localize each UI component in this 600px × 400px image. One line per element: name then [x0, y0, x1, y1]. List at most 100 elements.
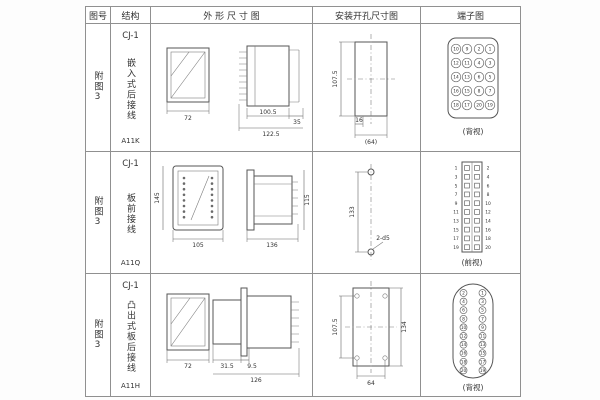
front-width-dim: 72 [166, 350, 210, 370]
terminal-number: 15 [464, 89, 470, 95]
terminal-20 [459, 366, 468, 375]
terminal-18 [474, 235, 480, 242]
structure-label: 板前接线 [125, 193, 135, 235]
terminal-8 [474, 191, 480, 198]
terminal-15 [464, 226, 470, 233]
terminal-number: 1 [481, 291, 484, 297]
terminal-12 [459, 332, 468, 340]
dim-label: 115 [304, 194, 311, 206]
dim-label: 16 [355, 117, 363, 124]
model-label: CJ-1 [122, 281, 139, 291]
terminal-number: 4 [462, 299, 465, 305]
terminal-8 [459, 314, 468, 323]
terminal-1 [484, 43, 496, 55]
terminal-number: 9 [481, 325, 484, 331]
terminal-17 [464, 235, 470, 242]
header-col-structure: 结构 [111, 7, 151, 24]
terminal-number: 12 [461, 334, 467, 340]
terminal-number: 16 [453, 89, 459, 95]
terminal-number: 2 [462, 291, 465, 297]
terminal-7 [478, 314, 487, 323]
terminal-number: 16 [461, 351, 467, 357]
terminal-1 [478, 289, 487, 297]
figure-number: 附图3 [92, 318, 103, 352]
terminal-2 [459, 289, 468, 297]
outline-cell-a11k: 72 100.5 35 1 [151, 24, 313, 152]
terminal-number: 1 [455, 166, 458, 172]
mounting-drawing-a11h: 107.5 134 64 [332, 281, 408, 387]
terminal-15 [478, 349, 487, 358]
terminal-number: 9 [455, 201, 458, 207]
front-view [172, 165, 224, 231]
structure-cell-a11k: CJ-1 嵌入式后接线 A11K [111, 24, 151, 152]
mounting-dims: 107.5 134 64 [332, 287, 408, 387]
terminal-4 [474, 174, 480, 180]
dim-label: 105 [192, 242, 204, 249]
dim-label: 35 [293, 119, 301, 126]
terminal-13 [478, 340, 487, 349]
terminal-15 [461, 85, 473, 97]
mounting-dims: 107.5 16 (64) [332, 41, 388, 146]
type-code: A11Q [120, 259, 141, 267]
panel-cutout [347, 34, 395, 124]
figure-cell-a11k: 附图3 [86, 24, 111, 152]
terminal-14 [450, 71, 462, 83]
terminal-number: 14 [485, 219, 491, 225]
dim-label: 31.5 [220, 363, 234, 370]
mounting-cell-a11k: 107.5 16 (64) [313, 24, 421, 152]
terminal-20 [473, 99, 485, 111]
header-col-terminal: 端子图 [421, 7, 521, 24]
terminal-number: 4 [478, 61, 481, 67]
panel-cutout [345, 281, 397, 373]
terminal-number: 10 [485, 201, 491, 207]
dim-label: 133 [349, 206, 356, 218]
terminal-number: 9 [466, 47, 469, 53]
view-label: (背视) [463, 126, 484, 136]
terminal-number: 14 [453, 75, 459, 81]
mounting-cell-a11q: 133 2-d5 [313, 152, 421, 274]
terminal-number: 13 [480, 342, 486, 348]
outline-drawing-a11q: 145 105 115 1 [154, 165, 311, 249]
type-code: A11K [121, 137, 140, 145]
terminal-number: 20 [485, 245, 491, 251]
terminal-number: 2 [478, 47, 481, 53]
structure-label: 凸出式板后接线 [125, 299, 135, 374]
terminal-2 [473, 43, 485, 55]
side-dims: 31.5 9.5 126 [212, 344, 300, 384]
terminal-number: 6 [487, 183, 490, 189]
terminal-number: 17 [480, 359, 486, 365]
dim-label: 72 [184, 363, 192, 370]
terminal-9 [478, 323, 487, 332]
terminal-3 [478, 297, 487, 306]
terminal-11 [461, 57, 473, 69]
dim-label: 134 [401, 321, 408, 333]
front-dims: 145 105 [154, 166, 224, 249]
dim-label: 72 [184, 115, 192, 122]
dim-label: 126 [250, 377, 262, 384]
terminal-6 [473, 71, 485, 83]
dim-label: 64 [367, 380, 375, 387]
terminal-number: 17 [464, 103, 470, 109]
terminal-number: 5 [481, 308, 484, 314]
terminal-number: 15 [480, 351, 486, 357]
mounting-cell-a11h: 107.5 134 64 [313, 274, 421, 397]
model-label: CJ-1 [122, 159, 139, 169]
terminal-10 [450, 43, 462, 55]
terminal-number: 2 [487, 166, 490, 172]
terminal-number: 18 [461, 359, 467, 365]
front-view [166, 293, 210, 351]
figure-number: 附图3 [92, 71, 103, 104]
terminal-number: 7 [455, 192, 458, 198]
terminal-1 [464, 165, 470, 171]
terminal-number: 7 [481, 316, 484, 322]
header-label: 安装开孔尺寸图 [334, 11, 398, 22]
header-col-outline: 外 形 尺 寸 图 [151, 7, 313, 24]
terminal-number: 8 [462, 316, 465, 322]
terminal-18 [450, 99, 462, 111]
terminal-7 [464, 191, 470, 198]
terminal-number: 6 [478, 75, 481, 81]
terminal-16 [474, 226, 480, 233]
